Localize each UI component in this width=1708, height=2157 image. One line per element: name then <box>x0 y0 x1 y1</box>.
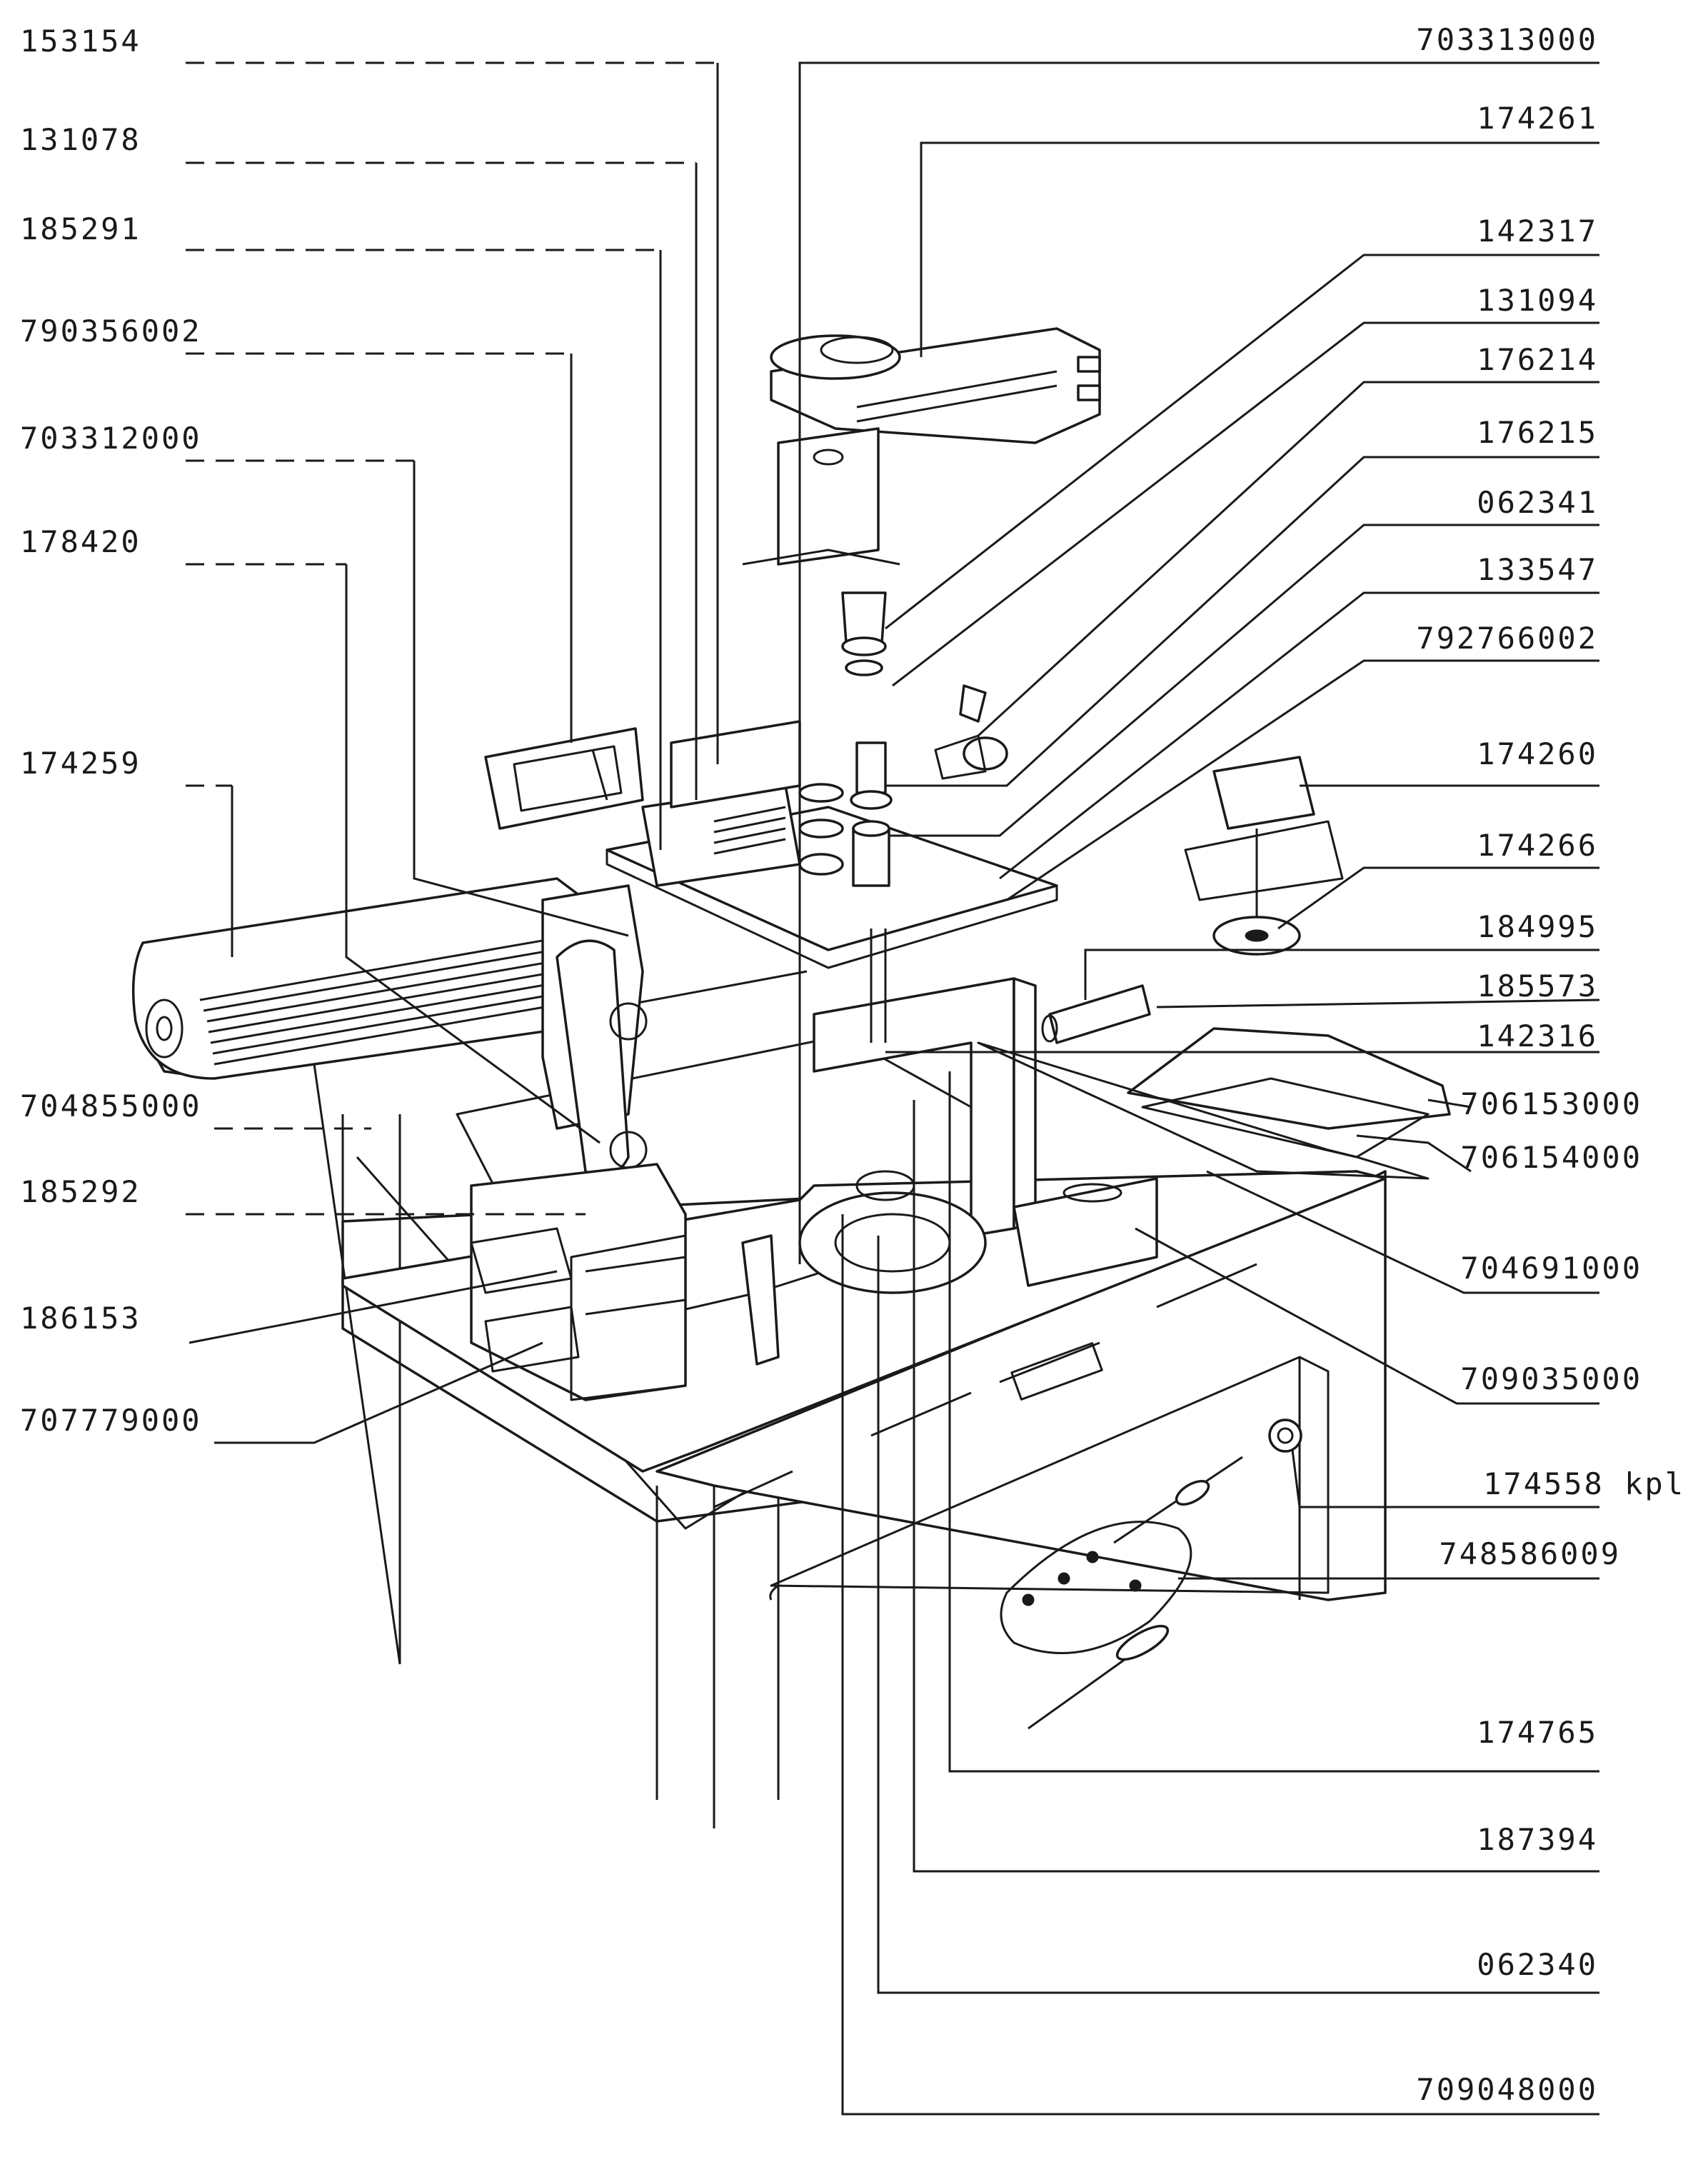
label-790356002: 790356002 <box>20 314 202 349</box>
leader-lines <box>186 61 1600 2116</box>
heater-184995 <box>1041 984 1151 1044</box>
leader-174266 <box>1277 866 1599 930</box>
label-174260: 174260 <box>1477 736 1598 771</box>
label-062341: 062341 <box>1477 485 1598 520</box>
label-187394: 187394 <box>1477 1822 1598 1857</box>
leader-062341 <box>889 524 1599 837</box>
label-184995: 184995 <box>1477 909 1598 944</box>
leader-176215 <box>885 456 1599 787</box>
leader-176214 <box>977 381 1599 737</box>
label-131094: 131094 <box>1477 283 1598 318</box>
label-131078: 131078 <box>20 122 141 157</box>
leader-706153000 <box>1427 1098 1472 1108</box>
bracket-790356002 <box>484 727 644 830</box>
label-176215: 176215 <box>1477 415 1598 450</box>
label-704691000: 704691000 <box>1460 1251 1642 1286</box>
leader-131094 <box>892 321 1599 687</box>
leader-142317 <box>885 254 1599 630</box>
leader-706154000 <box>1356 1134 1472 1173</box>
label-703312000: 703312000 <box>20 421 202 456</box>
label-174558-kpl: 174558 kpl <box>1483 1466 1685 1501</box>
grill-motor <box>742 327 1101 566</box>
sensor-748586009 <box>1000 1456 1243 1730</box>
leader-062340 <box>877 1236 1599 1994</box>
label-174765: 174765 <box>1477 1715 1598 1750</box>
leader-174765 <box>948 1071 1599 1773</box>
label-186153: 186153 <box>20 1301 141 1336</box>
leader-133547 <box>999 591 1599 880</box>
label-707779000: 707779000 <box>20 1403 202 1438</box>
leader-703313000 <box>798 61 1599 1264</box>
label-142316: 142316 <box>1477 1019 1598 1054</box>
label-704855000: 704855000 <box>20 1088 202 1123</box>
leader-178420-drop <box>345 564 601 1144</box>
label-133547: 133547 <box>1477 552 1598 587</box>
label-174259: 174259 <box>20 746 141 781</box>
label-142317: 142317 <box>1477 214 1598 249</box>
label-185292: 185292 <box>20 1174 141 1209</box>
label-176214: 176214 <box>1477 342 1598 377</box>
leader-703312000-drop <box>413 461 629 937</box>
leader-174558 <box>1291 1449 1599 1508</box>
shaft-assembly <box>798 591 1008 1043</box>
label-062340: 062340 <box>1477 1947 1598 1982</box>
label-748586009: 748586009 <box>1439 1536 1621 1571</box>
leader-707779000 <box>214 1341 543 1444</box>
label-792766002: 792766002 <box>1416 621 1598 656</box>
turntable-plates <box>977 1027 1451 1180</box>
label-706153000: 706153000 <box>1460 1086 1642 1121</box>
oven-drawing <box>131 327 1451 1828</box>
label-174266: 174266 <box>1477 828 1598 863</box>
label-709035000: 709035000 <box>1460 1361 1642 1396</box>
label-153154: 153154 <box>20 24 141 59</box>
leader-704691000 <box>1206 1170 1599 1294</box>
label-178420: 178420 <box>20 524 141 559</box>
transformer-185292 <box>470 1163 780 1401</box>
switch-174260 <box>1184 756 1344 956</box>
leader-186153 <box>189 1270 558 1344</box>
leader-184995 <box>1084 949 1599 1000</box>
leader-187394 <box>913 1100 1599 1873</box>
motor-bracket <box>541 884 648 1178</box>
label-703313000: 703313000 <box>1416 22 1598 57</box>
leader-185573 <box>1156 999 1600 1009</box>
knob-174558 <box>1268 1418 1302 1453</box>
leader-709048000 <box>841 1214 1599 2116</box>
label-185573: 185573 <box>1477 969 1598 1004</box>
leader-174261 <box>920 141 1599 357</box>
label-185291: 185291 <box>20 211 141 246</box>
leader-709035000 <box>1135 1227 1599 1405</box>
label-709048000: 709048000 <box>1416 2072 1598 2107</box>
transformer-185291 <box>641 720 801 887</box>
leader-792766002 <box>1006 659 1599 901</box>
label-706154000: 706154000 <box>1460 1140 1642 1175</box>
part-labels: 153154 131078 185291 790356002 703312000… <box>20 22 1685 2107</box>
label-174261: 174261 <box>1477 101 1598 136</box>
module-709035000 <box>1013 1177 1158 1287</box>
